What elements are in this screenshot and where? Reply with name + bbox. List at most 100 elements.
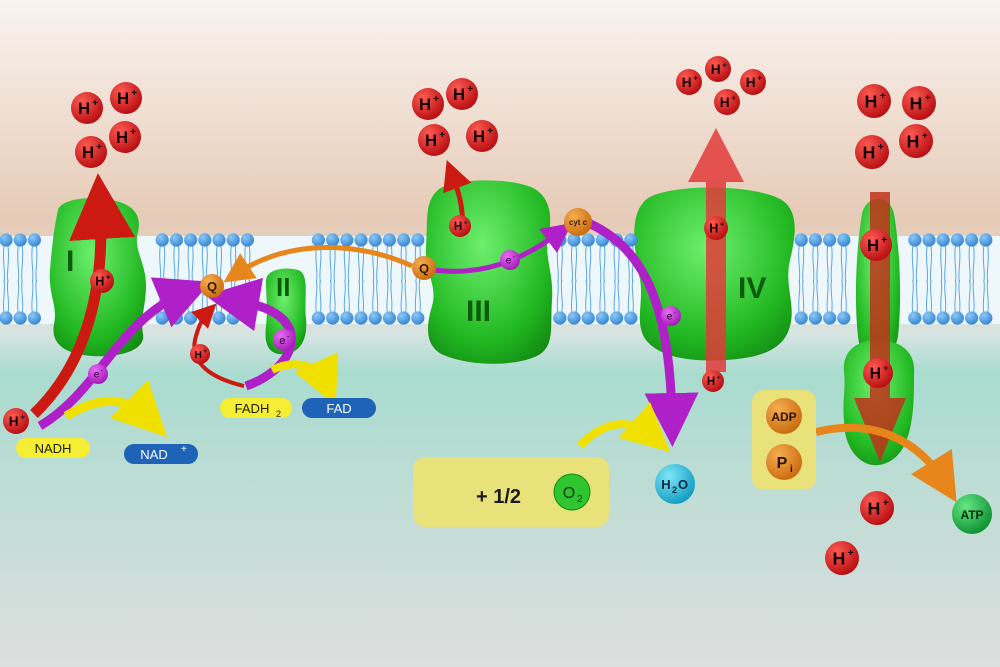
svg-text:H: H	[473, 127, 485, 146]
lipid-head	[965, 311, 979, 325]
svg-text:+: +	[722, 60, 727, 69]
cytc-to-oxygen-electron-arrow	[584, 217, 699, 447]
svg-text:Q: Q	[207, 279, 217, 294]
svg-text:H: H	[707, 376, 715, 388]
lipid-head	[340, 311, 354, 325]
svg-text:H: H	[870, 366, 881, 383]
lipid-head	[922, 233, 936, 247]
lipid-head	[837, 233, 851, 247]
svg-text:+: +	[439, 130, 445, 141]
lipid-head	[794, 311, 808, 325]
electron: e-	[661, 306, 681, 326]
proton-ion: H+	[704, 216, 728, 240]
lipid-head	[553, 311, 567, 325]
lipid-head	[624, 311, 638, 325]
complex-ii-label: II	[276, 272, 290, 302]
svg-text:+: +	[203, 348, 207, 355]
svg-text:H: H	[867, 236, 879, 255]
lipid-head	[595, 311, 610, 325]
lipid-head	[581, 311, 595, 325]
lipid-head	[354, 311, 368, 325]
lipid-head	[936, 311, 950, 325]
protons-group: H+H+H+H+H+H+H+H+H+H+H+H+H+H+H+H+H+H+H+H+…	[3, 56, 936, 575]
svg-text:H: H	[9, 414, 19, 429]
svg-text:P: P	[777, 455, 788, 472]
proton-ion: H+	[412, 88, 444, 120]
lipid-head	[382, 233, 396, 247]
svg-text:NAD: NAD	[140, 447, 167, 462]
electrons-group: e-e-e-e-	[88, 250, 681, 384]
nadh-electron-arrow	[37, 277, 211, 430]
lipid-head	[979, 311, 993, 325]
svg-text:+: +	[20, 412, 25, 421]
svg-text:H: H	[746, 75, 756, 90]
fadh2-to-fad-arrow	[270, 352, 339, 406]
atp-synthase-proton-arrow	[854, 192, 906, 462]
svg-text:H: H	[909, 93, 922, 113]
svg-text:+: +	[487, 126, 493, 137]
proton-ion: H+	[857, 84, 891, 118]
proton-ion: H+	[3, 408, 29, 434]
lipid-head	[155, 233, 169, 247]
lipid-head	[823, 311, 837, 325]
svg-text:H: H	[906, 131, 919, 151]
cytochrome-c: cyt c	[564, 208, 592, 236]
proton-ion: H+	[71, 92, 103, 124]
electron: e-	[88, 364, 108, 384]
svg-text:H: H	[682, 75, 692, 90]
lipid-head	[610, 311, 624, 325]
proton-ion: H+	[705, 56, 731, 82]
q-carrier-1: Q	[200, 274, 224, 298]
lipid-head	[908, 311, 922, 325]
svg-text:H: H	[862, 142, 875, 162]
svg-text:2: 2	[672, 485, 677, 495]
svg-text:H: H	[711, 62, 721, 77]
svg-text:H: H	[95, 275, 104, 289]
svg-text:-: -	[674, 310, 677, 317]
svg-text:+: +	[433, 94, 439, 105]
adp-molecule: ADP	[766, 398, 802, 434]
lipid-head	[411, 311, 425, 325]
lipid-head	[198, 233, 212, 247]
svg-text:+: +	[878, 141, 884, 153]
electron: e-	[500, 250, 520, 270]
proton-ion: H+	[75, 136, 107, 168]
lipid-head	[397, 233, 411, 247]
atp-molecule: ATP	[952, 494, 992, 534]
lipid-head	[808, 233, 823, 247]
svg-text:+: +	[731, 93, 736, 102]
fad-label: FAD	[302, 398, 376, 418]
svg-text:O: O	[678, 477, 688, 492]
lipid-head	[368, 311, 382, 325]
proton-ion: H+	[449, 215, 471, 237]
adp-to-atp-arrow	[815, 423, 957, 503]
svg-text:e: e	[506, 256, 512, 267]
lipid-head	[169, 311, 183, 325]
svg-text:+: +	[693, 73, 698, 82]
proton-ion: H+	[110, 82, 142, 114]
lipid-head	[965, 233, 979, 247]
q-to-cytc-electron-arrow	[433, 223, 573, 274]
svg-text:Q: Q	[419, 261, 429, 276]
svg-text:FAD: FAD	[326, 401, 351, 416]
svg-text:e: e	[94, 370, 100, 381]
lipid-head	[13, 233, 27, 247]
lipid-head	[368, 233, 382, 247]
oxygen-reaction-box	[413, 457, 609, 527]
complex-iv-pump-arrow	[688, 128, 744, 372]
proton-ion: H+	[418, 124, 450, 156]
svg-text:+: +	[130, 127, 136, 138]
svg-text:-: -	[287, 332, 290, 341]
lipid-head	[27, 233, 41, 247]
nadh-label: NADH	[16, 438, 90, 458]
svg-text:+: +	[922, 130, 928, 142]
svg-text:+: +	[467, 84, 473, 95]
proton-ion: H+	[825, 541, 859, 575]
lipid-head	[311, 233, 325, 247]
lipid-head	[979, 233, 993, 247]
svg-text:H: H	[709, 222, 718, 236]
water-molecule: H 2 O	[655, 464, 695, 504]
svg-text:H: H	[864, 91, 877, 111]
lipid-head	[13, 311, 27, 325]
